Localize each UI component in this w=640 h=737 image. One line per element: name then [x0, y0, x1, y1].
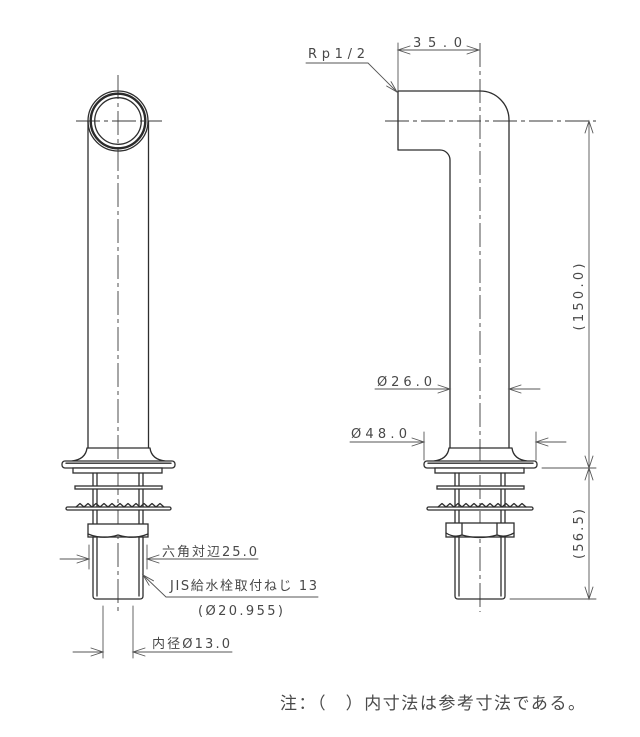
- hex-nut: [87, 523, 149, 538]
- overall-height-label: (150.0): [572, 264, 587, 331]
- flange-plate: [61, 460, 176, 469]
- jis-thread-label: JIS給水栓取付ねじ 13: [169, 579, 317, 594]
- right-view: 35.0 Rp1/2 (150.0) (56.5) Ø26.0: [305, 36, 597, 612]
- inner-diameter-dimension: 内径Ø13.0: [72, 605, 233, 659]
- flange-neck: [71, 447, 166, 462]
- overall-height-dimension: (150.0): [572, 119, 594, 470]
- flange-diameter-dimension: Ø48.0: [349, 427, 567, 461]
- inner-diameter-label: 内径Ø13.0: [152, 636, 230, 652]
- hex-across-flats-label: 六角対辺25.0: [162, 545, 257, 560]
- left-tube: [87, 120, 150, 449]
- top-offset-label: 35.0: [413, 36, 462, 51]
- wave-washer: [65, 502, 172, 511]
- inlet-thread-leader: Rp1/2: [305, 47, 399, 94]
- right-hex-nut: [445, 522, 515, 539]
- jis-thread-diameter-label: (Ø20.955): [198, 604, 283, 619]
- reference-dimension-note: 注：（ ）内寸法は参考寸法である。: [280, 694, 585, 714]
- lower-thread: [92, 536, 144, 600]
- hex-across-flats-dimension: 六角対辺25.0: [59, 544, 259, 570]
- thin-plate: [74, 485, 163, 490]
- tube-diameter-label: Ø26.0: [377, 375, 432, 390]
- base-height-label: (56.5): [572, 509, 587, 559]
- elbow-body: [397, 90, 510, 449]
- right-base-assembly: [423, 447, 538, 600]
- left-view: 六角対辺25.0 JIS給水栓取付ねじ 13 (Ø20.955) 内径Ø13.0: [59, 75, 319, 659]
- tube-diameter-dimension: Ø26.0: [374, 375, 541, 394]
- inlet-thread-label: Rp1/2: [308, 47, 365, 62]
- top-offset-dimension: 35.0: [396, 36, 481, 91]
- threaded-shank: [92, 472, 144, 525]
- left-base-assembly: [61, 447, 176, 600]
- jis-thread-leader: JIS給水栓取付ねじ 13 (Ø20.955): [141, 573, 319, 619]
- flange-diameter-label: Ø48.0: [351, 427, 407, 442]
- washer: [72, 467, 163, 474]
- base-height-dimension: (56.5): [509, 466, 597, 601]
